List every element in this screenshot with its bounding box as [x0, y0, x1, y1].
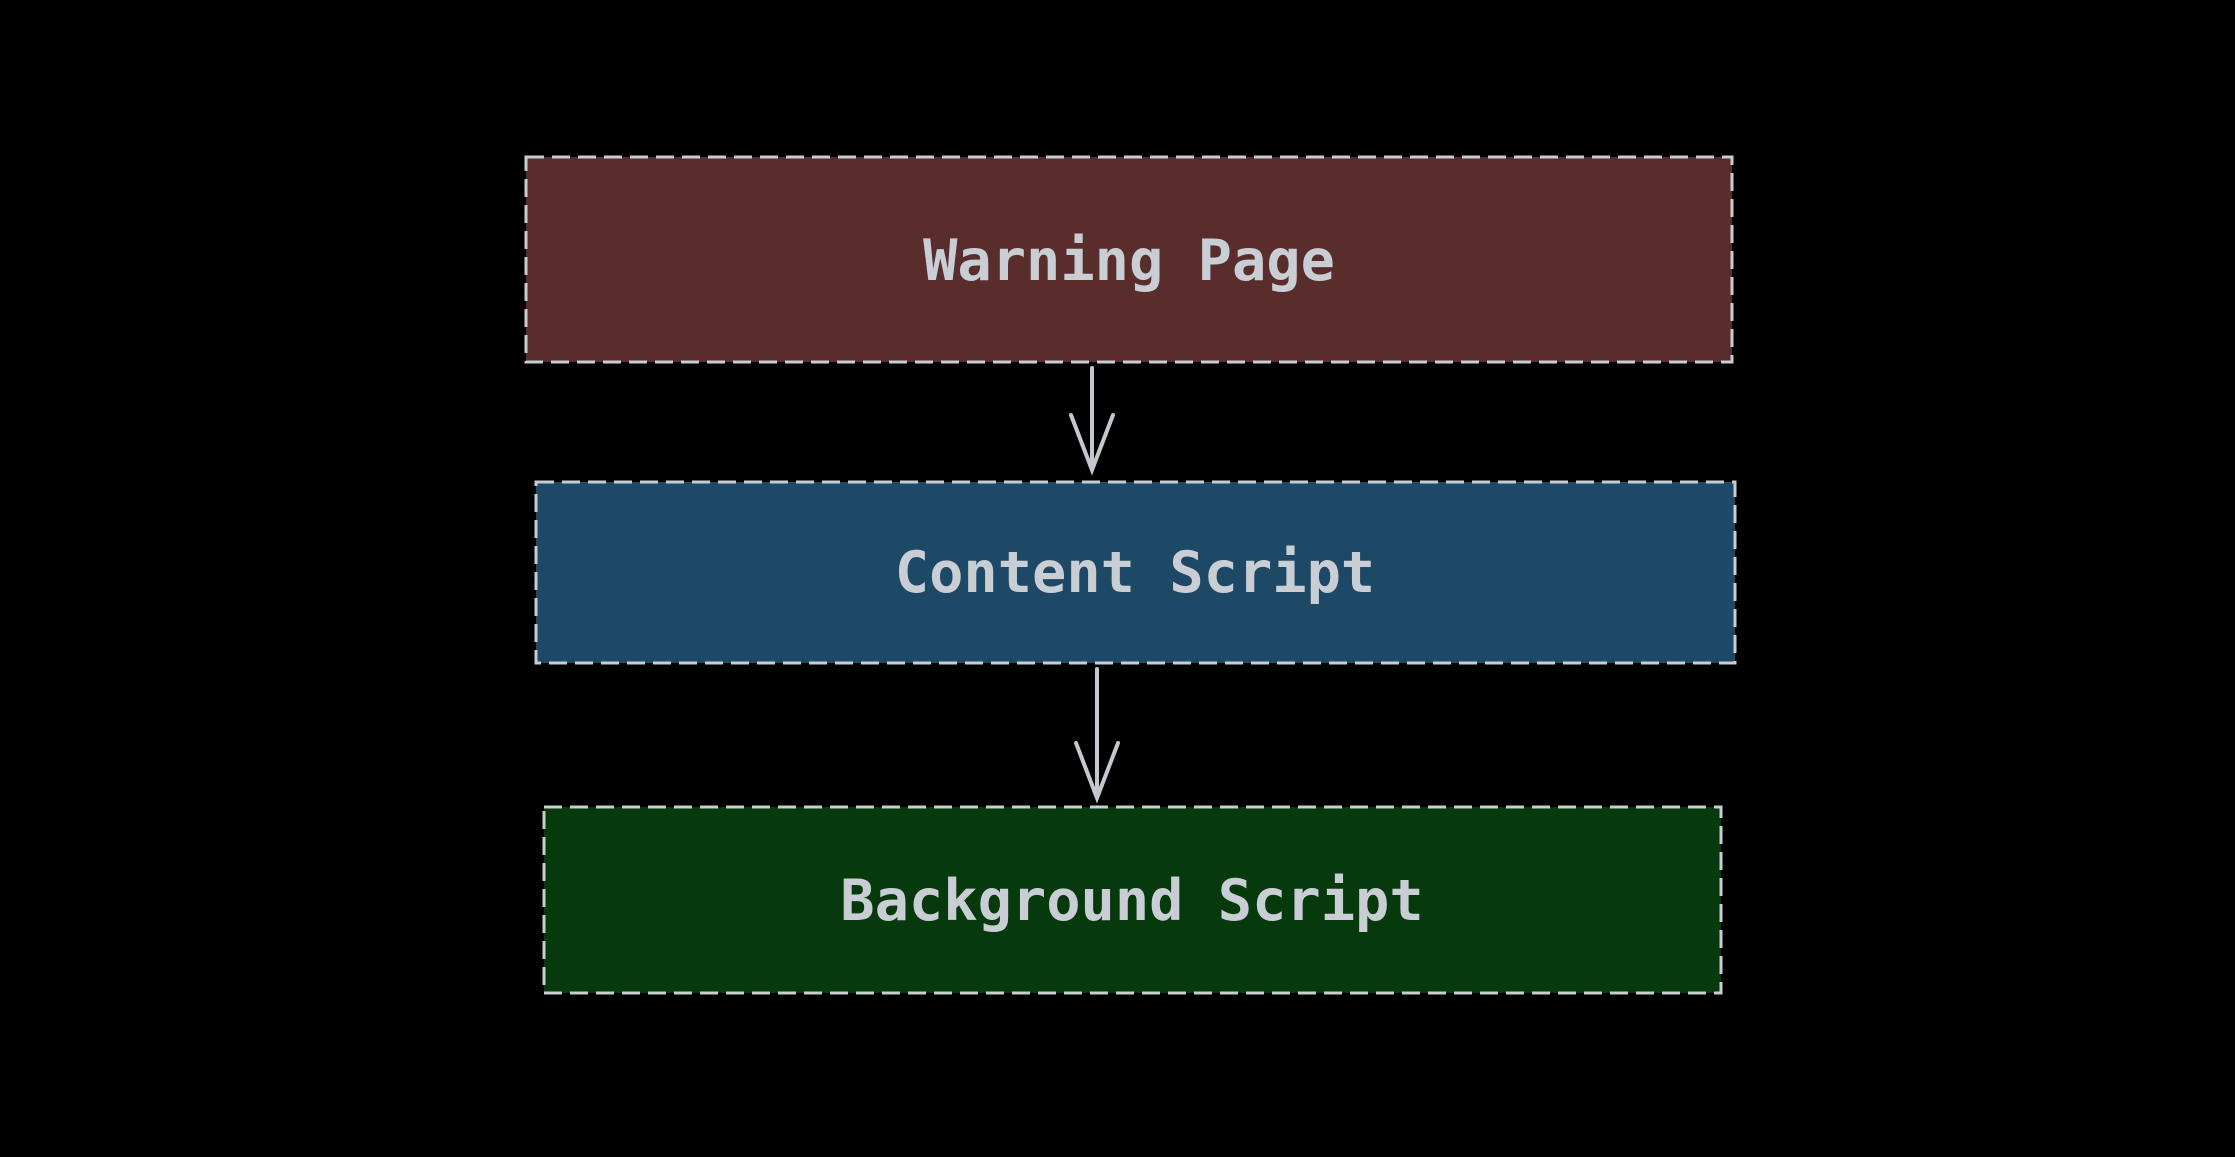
node-content-script: Content Script — [534, 480, 1737, 665]
arrow-content-to-background — [1074, 667, 1120, 804]
content-script-box — [534, 480, 1737, 665]
arrow-head-icon — [1074, 741, 1120, 804]
arrow-warning-to-content — [1069, 366, 1115, 476]
node-warning-page: Warning Page — [524, 155, 1734, 364]
warning-page-box — [524, 155, 1734, 364]
warning-page-label: Warning Page — [923, 228, 1335, 294]
background-script-label: Background Script — [840, 868, 1423, 934]
background-script-box — [542, 805, 1723, 995]
node-background-script: Background Script — [542, 805, 1723, 995]
content-script-label: Content Script — [895, 540, 1375, 606]
arrow-head-icon — [1069, 413, 1115, 476]
